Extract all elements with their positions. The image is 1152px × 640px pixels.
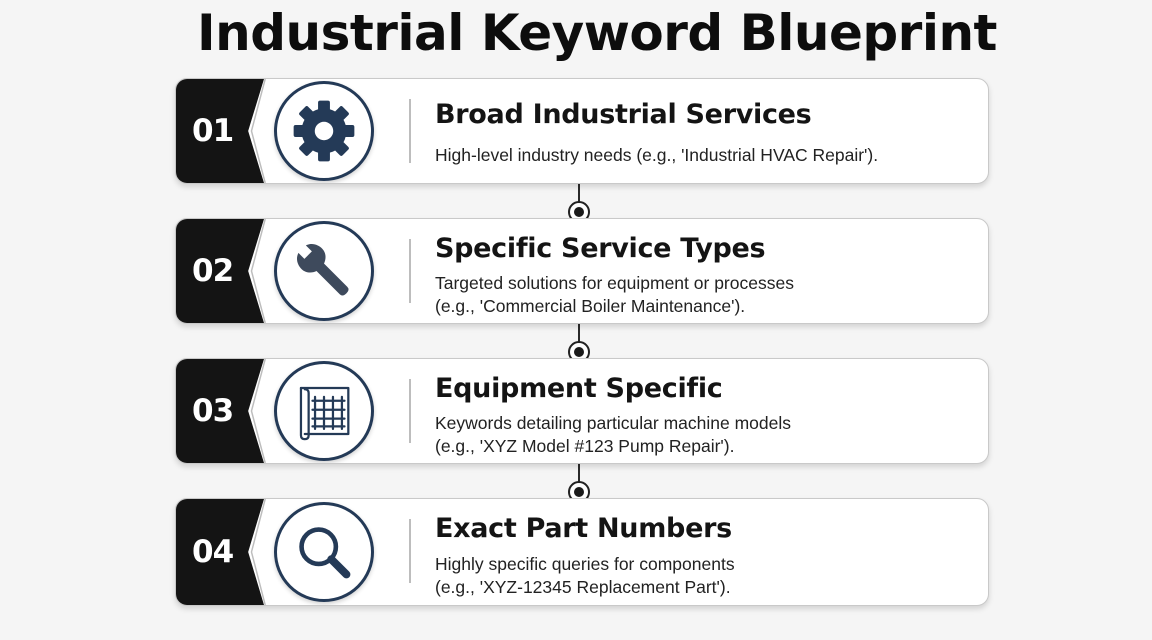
step-heading-2: Specific Service Types (435, 233, 766, 264)
step-number-1: 01 (192, 113, 234, 149)
step-card-4: 04 Exact Part Numbers Highly specific qu… (175, 498, 989, 606)
step-icon-circle-1 (274, 81, 374, 181)
card-divider-3 (409, 379, 411, 443)
step-description-line: (e.g., 'XYZ Model #123 Pump Repair'). (435, 436, 735, 456)
step-card-3: 03 Equipment Specific Keywor (175, 358, 989, 464)
step-number-4: 04 (192, 534, 234, 570)
step-description-line: High-level industry needs (e.g., 'Indust… (435, 145, 879, 165)
step-description-line: Keywords detailing particular machine mo… (435, 413, 792, 433)
blueprint-icon (299, 386, 350, 441)
step-description-line: (e.g., 'Commercial Boiler Maintenance'). (435, 296, 746, 316)
step-number-2: 02 (192, 253, 234, 289)
step-icon-circle-2 (274, 221, 374, 321)
step-card-1: 01 Broad Industrial Services H (175, 78, 989, 184)
step-card-2: 02 Specific Service Types Targeted solut… (175, 218, 989, 324)
magnifier-icon (299, 527, 351, 579)
step-icon-circle-4 (274, 502, 374, 602)
gear-icon (293, 100, 355, 162)
card-divider-2 (409, 239, 411, 303)
step-description-line: Highly specific queries for components (435, 554, 735, 574)
step-heading-1: Broad Industrial Services (435, 99, 812, 130)
card-divider-1 (409, 99, 411, 163)
card-divider-4 (409, 519, 411, 583)
step-description-3: Keywords detailing particular machine mo… (435, 412, 791, 458)
step-heading-3: Equipment Specific (435, 373, 723, 404)
wrench-icon (295, 242, 349, 296)
page-title: Industrial Keyword Blueprint (197, 4, 997, 62)
step-heading-4: Exact Part Numbers (435, 513, 732, 544)
step-description-4: Highly specific queries for components (… (435, 553, 735, 599)
step-description-line: Targeted solutions for equipment or proc… (435, 273, 794, 293)
step-description-2: Targeted solutions for equipment or proc… (435, 272, 794, 318)
step-icon-circle-3 (274, 361, 374, 461)
step-number-3: 03 (192, 393, 234, 429)
step-description-1: High-level industry needs (e.g., 'Indust… (435, 144, 878, 167)
step-description-line: (e.g., 'XYZ-12345 Replacement Part'). (435, 577, 731, 597)
